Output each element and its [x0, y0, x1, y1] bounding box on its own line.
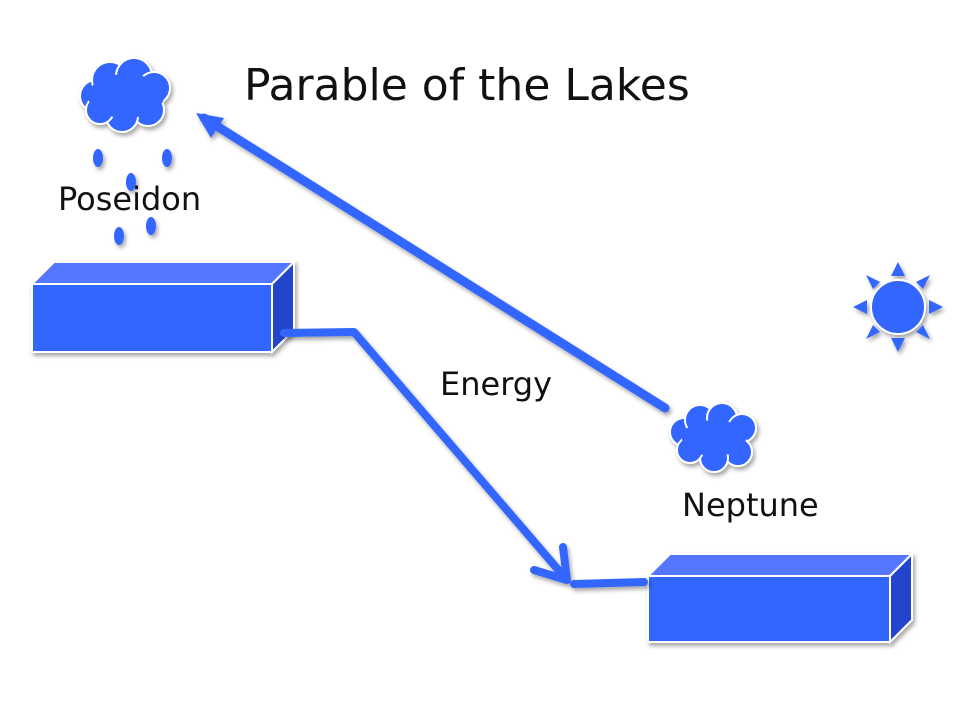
poseidon-lake-box-front: [31, 283, 273, 353]
neptune-label: Neptune: [682, 486, 819, 524]
poseidon-lake-box-top: [29, 261, 297, 285]
raindrop-icon: [93, 149, 172, 245]
neptune-lake-box: [645, 551, 915, 645]
cloud-icon: [669, 402, 757, 473]
page-title: Parable of the Lakes: [244, 60, 690, 111]
energy-label: Energy: [440, 365, 553, 403]
poseidon-label: Poseidon: [58, 180, 202, 218]
flow-arrow-down: [280, 328, 648, 588]
sun-icon: [853, 262, 943, 352]
evaporation-arrow: [196, 113, 670, 413]
neptune-lake-box-top: [645, 553, 915, 577]
neptune-lake-box-front: [647, 575, 891, 643]
poseidon-lake-box: [29, 259, 297, 355]
cloud-icon: [79, 57, 171, 133]
